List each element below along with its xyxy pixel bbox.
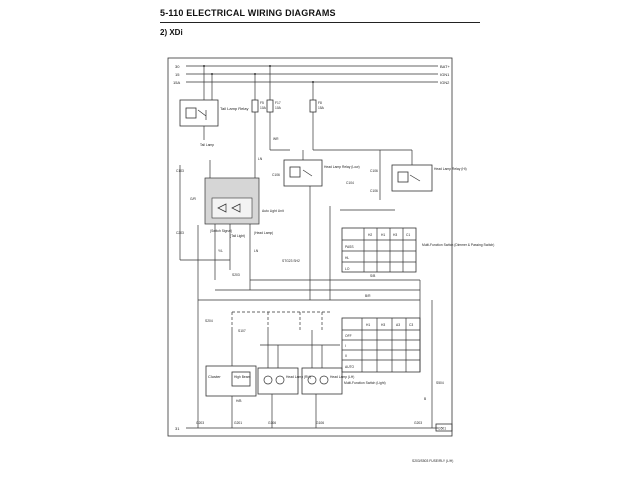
wire-b: B [424, 397, 427, 401]
fuse-f5-name: F5 [260, 101, 264, 105]
header-rule [160, 22, 480, 23]
ground-5: G203 [414, 421, 422, 425]
splice-2: S204 [205, 319, 213, 323]
head-lamp-relay-hi: Head Lamp Relay (Hi) [379, 149, 467, 200]
ground-2: G201 [234, 421, 242, 425]
bus-15a-label: 15A [173, 80, 180, 85]
wire-wr-1: WR [273, 137, 279, 141]
splice-3: S107 [238, 329, 246, 333]
light-r-1: OFF [345, 334, 352, 338]
wire-yl: Y/L [218, 249, 223, 253]
hb-label: H/B [236, 399, 242, 403]
connector-5: C106 [370, 169, 378, 173]
light-h-1: H1 [366, 323, 370, 327]
ground-3: G106 [268, 421, 276, 425]
ground-bus: 31 G203 G201 G106 G106 G203 G501 [175, 330, 453, 432]
auto-light-unit: Auto Light Unit (Switch Signal) (Tail Li… [204, 177, 284, 238]
light-r-3: II [345, 354, 347, 358]
left-trunk: G/R Y/L LN S203 S204 [179, 165, 259, 330]
wire-ln-2: LN [254, 249, 259, 253]
harness-lines: S/B B/R [198, 186, 420, 301]
dimmer-switch-label: Multi-Function Switch (Dimmer & Passing … [422, 243, 494, 247]
auto-light-label: Auto Light Unit [262, 209, 284, 213]
fuse-f5-rating: 10A [260, 106, 267, 110]
light-switch-label: Multi-Function Switch (Light) [344, 381, 386, 385]
light-h-2: H3 [381, 323, 385, 327]
ground-label: G501 [438, 427, 446, 431]
ground-4: G106 [316, 421, 324, 425]
bus-30-label: 30 [175, 64, 180, 69]
wire-gr: G/R [190, 197, 196, 201]
right-wiring: S504 B [419, 280, 444, 420]
ground-bus-code: 31 [175, 426, 180, 431]
bus-15-label: 15 [175, 72, 180, 77]
switch-signal-label: (Switch Signal) [210, 229, 232, 233]
light-switch: H1 H3 A3 C3 OFF I II AUTO Multi-Function… [341, 317, 421, 385]
tail-lamp-label: Tail Lamp [200, 143, 214, 147]
splice-1: S203 [232, 273, 240, 277]
dimmer-r-2: HL [345, 256, 349, 260]
fuse-f17: F17 10A [266, 99, 282, 113]
page-heading: 5-110 ELECTRICAL WIRING DIAGRAMS [160, 8, 336, 18]
light-r-4: AUTO [345, 365, 355, 369]
dimmer-h-1: H2 [368, 233, 372, 237]
ref-stg: STG23 SH2 [282, 259, 300, 263]
dashed-connectors: S107 [231, 311, 340, 346]
dimmer-h-2: H1 [381, 233, 385, 237]
power-buses: 30 BAT+ 15 IGN1 15A IGN2 [173, 64, 450, 85]
dimmer-switch: H2 H1 H3 C1 PASS HL LO Multi-Function Sw… [341, 227, 494, 273]
connector-4: C104 [346, 181, 354, 185]
dimmer-r-1: PASS [345, 245, 354, 249]
head-lamp-lh-label: Head Lamp (LH) [330, 375, 354, 379]
wire-ln-1: LN [258, 157, 263, 161]
dimmer-r-3: LO [345, 267, 350, 271]
tail-lamp-relay: Tail Lamp Relay Tail Lamp [179, 99, 248, 147]
bus-ign1-label: IGN1 [440, 72, 450, 77]
fuse-wires: LN WR [209, 112, 380, 180]
fuse-f8: F8 15A [309, 99, 325, 113]
fuse-f5: F5 10A [251, 99, 267, 113]
cluster-label: Cluster [208, 374, 221, 379]
fuse-f8-name: F8 [318, 101, 322, 105]
light-h-3: A3 [396, 323, 400, 327]
high-beam-label: High Beam [234, 375, 251, 379]
tail-light-label: (Tail Light) [230, 234, 245, 238]
corner-mark: S203/S503 FUSE/RLY (L/H) [412, 459, 453, 463]
dimmer-h-4: C1 [406, 233, 410, 237]
fuse-f17-name: F17 [275, 101, 281, 105]
page-header: 5-110 ELECTRICAL WIRING DIAGRAMS 2) XDi [160, 8, 480, 37]
bus-ign2-label: IGN2 [440, 80, 450, 85]
bus-bat-label: BAT+ [440, 64, 450, 69]
diagram-frame [167, 57, 453, 437]
head-lamp-lh: Head Lamp (LH) [301, 330, 354, 420]
tail-lamp-relay-label: Tail Lamp Relay [220, 106, 248, 111]
cluster: Cluster High Beam H/B [205, 330, 257, 420]
section-title: 2) XDi [160, 28, 183, 37]
splice-4: S504 [436, 381, 444, 385]
bus-drops [203, 65, 314, 100]
wire-sb: S/B [370, 274, 376, 278]
head-lamp-relay-hi-label: Head Lamp Relay (Hi) [434, 167, 467, 171]
fuse-f17-rating: 10A [275, 106, 282, 110]
head-lamp-relay-low-label: Head Lamp Relay (Low) [324, 165, 360, 169]
wire-br: B/R [365, 294, 371, 298]
connector-6: C106 [370, 189, 378, 193]
fuse-f8-rating: 15A [318, 106, 325, 110]
head-lamp-rh-label: Head Lamp (RH) [286, 375, 311, 379]
ground-1: G203 [196, 421, 204, 425]
connector-3: C106 [272, 173, 280, 177]
light-r-2: I [345, 344, 346, 348]
head-lamp-out-label: (Head Lamp) [254, 231, 273, 235]
dimmer-h-3: H3 [393, 233, 397, 237]
head-lamp-rh: Head Lamp (RH) [257, 330, 311, 420]
head-lamp-relay-low: Head Lamp Relay (Low) [283, 150, 360, 187]
light-h-4: C3 [409, 323, 413, 327]
